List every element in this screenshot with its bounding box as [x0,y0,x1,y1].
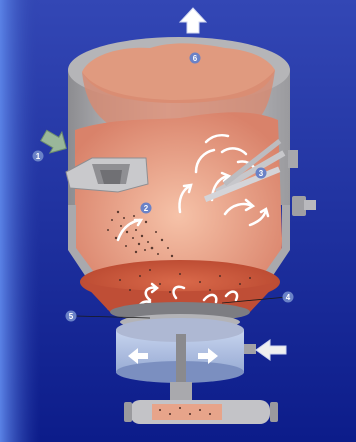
callout-2: 2 [141,203,152,214]
svg-text:3: 3 [259,169,264,178]
air-plenum [116,318,256,384]
svg-text:6: 6 [193,54,198,63]
callout-5: 5 [66,311,77,322]
vessel-interior [68,112,290,322]
svg-text:4: 4 [286,293,291,302]
callout-4: 4 [283,292,294,303]
callout-6: 6 [190,53,201,64]
background-left-stripe [0,0,40,442]
callout-3: 3 [256,168,267,179]
svg-text:1: 1 [36,152,41,161]
callout-1: 1 [33,151,44,162]
svg-text:5: 5 [69,312,74,321]
svg-text:2: 2 [144,204,149,213]
